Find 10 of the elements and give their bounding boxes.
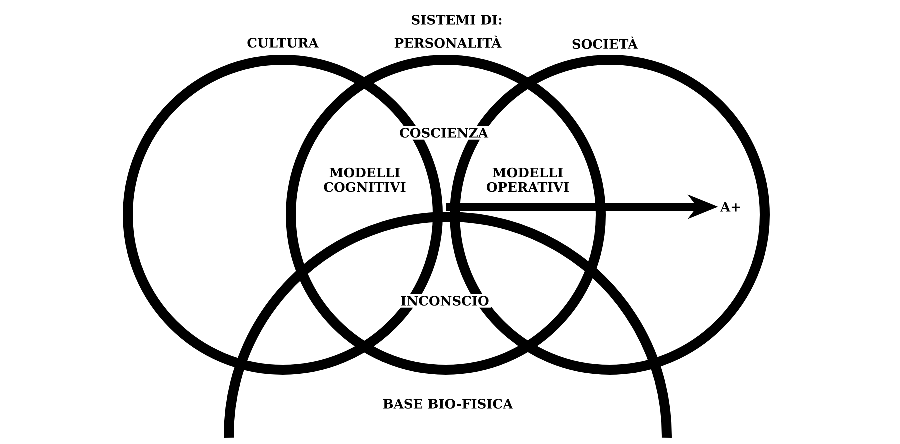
region-label: INCONSCIO	[398, 294, 492, 308]
circle-label: BASE BIO-FISICA	[383, 399, 514, 409]
circle-label: PERSONALITÀ	[394, 36, 502, 48]
circle-label: CULTURA	[248, 38, 319, 48]
region-label: MODELLI OPERATIVI	[487, 168, 569, 192]
region-label: COSCIENZA	[398, 126, 490, 140]
heading: SISTEMI DI:	[412, 15, 502, 25]
target-label: A+	[720, 202, 740, 212]
region-label: MODELLI COGNITIVI	[324, 168, 406, 192]
circle-label: SOCIETÀ	[572, 36, 638, 50]
